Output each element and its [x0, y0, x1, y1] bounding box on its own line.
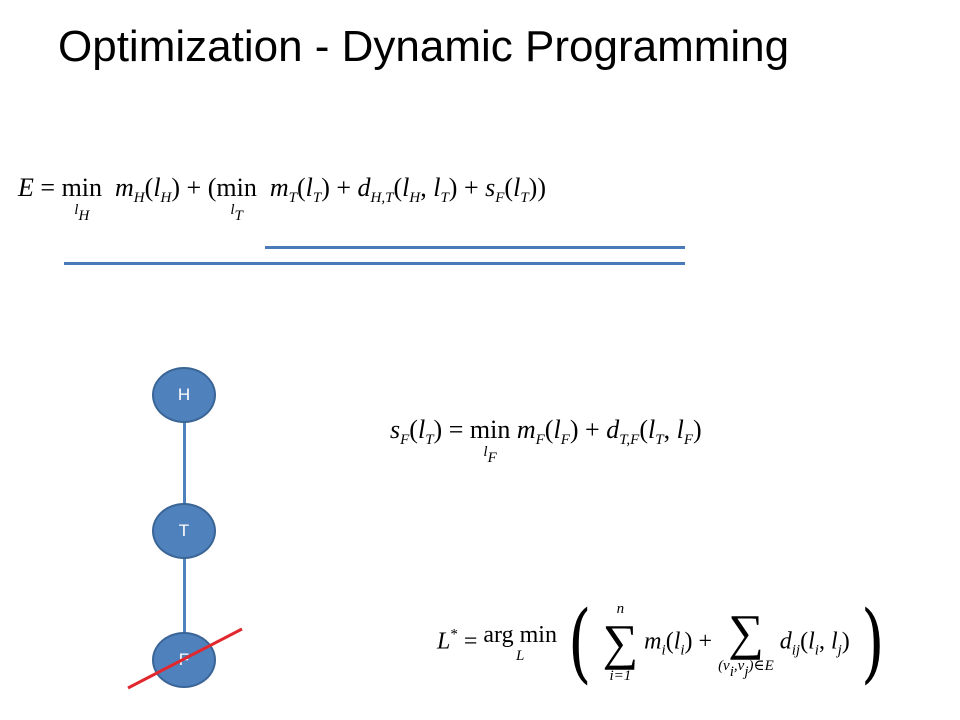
- sum-operator-edges: ∑(vi,vj)∈E: [718, 603, 774, 680]
- node-f: F: [152, 632, 216, 688]
- left-paren: (: [567, 593, 592, 693]
- node-h: H: [152, 367, 216, 423]
- outer-brace-line: [64, 262, 685, 265]
- sum-operator-i: n∑i=1: [602, 601, 639, 684]
- edge-t-f: [183, 555, 186, 640]
- edge-h-t: [183, 420, 186, 510]
- inner-brace-line: [265, 246, 685, 249]
- node-t: T: [152, 503, 216, 559]
- slide-title: Optimization - Dynamic Programming: [58, 22, 790, 71]
- right-paren: ): [860, 593, 885, 693]
